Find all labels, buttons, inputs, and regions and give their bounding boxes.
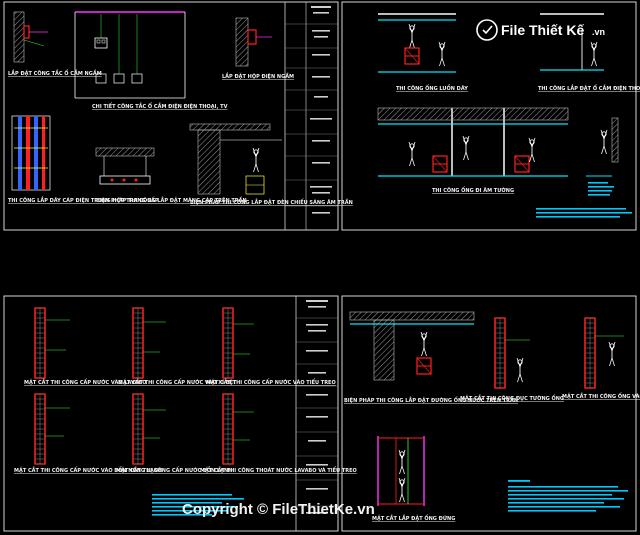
sheet-frame-2 bbox=[341, 1, 637, 231]
wall-pipe-section bbox=[584, 317, 624, 389]
label-cable-tray-ceiling: BIỆN PHÁP THI CÔNG LẮP ĐẶT MÁNG CÁP TRÊN… bbox=[96, 195, 247, 204]
label-socket-box: LẮP ĐẶT CÔNG TẮC Ổ CẮM NGẦM bbox=[8, 68, 102, 77]
label-phone-socket: THI CÔNG LẮP ĐẶT Ổ CẮM ĐIỆN THOẠI bbox=[538, 84, 640, 92]
sheet-frame-4 bbox=[341, 295, 637, 532]
watermark-logo-suffix: .vn bbox=[592, 27, 605, 37]
label-phone-socket-detail: CHI TIẾT CÔNG TẮC Ổ CẮM ĐIỆN ĐIỆN THOẠI,… bbox=[92, 102, 228, 110]
conduit-in-slab bbox=[378, 13, 456, 73]
plumbing-sections-row1 bbox=[34, 307, 254, 379]
wall-conduit-section bbox=[377, 107, 569, 177]
watermark-logo-text: File Thiết Kế bbox=[501, 22, 584, 38]
label-wall-chase: MẶT CẮT THI CÔNG ĐỤC TƯỜNG ỐNG bbox=[460, 394, 564, 402]
label-section-1: MẶT CẮT THI CÔNG CẤP NƯỚC VÀO LAVABO bbox=[24, 378, 147, 386]
watermark-logo: File Thiết Kế .vn bbox=[476, 19, 605, 41]
label-section-3: MẶT CẮT THI CÔNG CẤP NƯỚC VÀO TIỂU TREO bbox=[206, 378, 336, 386]
label-section-5: MẶT CẮT THI CÔNG CẤP NƯỚC BỒN LẠNH bbox=[116, 465, 232, 474]
label-ceiling-lights: BIỆN PHÁP THI CÔNG LẮP ĐẶT ĐÈN CHIẾU SÁN… bbox=[190, 197, 353, 206]
watermark-copyright: Copyright © FileThietKe.vn bbox=[182, 501, 375, 518]
socket-box-detail bbox=[13, 11, 48, 63]
label-cable-in-tray: THI CÔNG LẮP DÂY CÁP ĐIỆN TRONG HỘP TRAN… bbox=[8, 196, 159, 204]
notes-sheet2 bbox=[536, 182, 632, 218]
label-riser: MẶT CẮT LẮP ĐẶT ỐNG ĐỨNG bbox=[372, 514, 455, 522]
pipe-ceiling-install bbox=[349, 311, 475, 381]
label-wall-pipe: MẶT CẮT THI CÔNG ỐNG VÀO TRONG TƯỜNG bbox=[562, 392, 640, 400]
sheet-frame-3 bbox=[3, 295, 339, 532]
label-pipe-ceiling: BIỆN PHÁP THI CÔNG LẮP ĐẶT ĐƯỜNG ỐNG NƯỚ… bbox=[344, 395, 518, 404]
label-section-2: MẶT CẮT THI CÔNG CẤP NƯỚC VÀO XÍ BỆT bbox=[118, 378, 237, 386]
riser-section bbox=[377, 436, 425, 506]
sheet-frame-1 bbox=[3, 1, 339, 231]
phone-socket-install bbox=[540, 13, 604, 71]
label-section-6: MẶT CẮT THI CÔNG THOÁT NƯỚC LAVABO VÀ TI… bbox=[200, 466, 357, 474]
label-section-4: MẶT CẮT THI CÔNG CẤP NƯỚC VÀO BỒN NÓNG L… bbox=[14, 465, 162, 474]
title-block-1 bbox=[284, 2, 338, 230]
cable-tray-ceiling bbox=[95, 147, 155, 185]
label-junction-box: LẮP ĐẶT HỘP ĐIỆN NGẦM bbox=[222, 71, 294, 80]
label-wall-conduit: THI CÔNG ỐNG ĐI ÂM TƯỜNG bbox=[432, 186, 514, 194]
notes-sheet3 bbox=[152, 494, 244, 516]
title-block-3 bbox=[295, 296, 338, 531]
wall-chase-section bbox=[494, 317, 530, 389]
junction-box-detail bbox=[235, 17, 272, 67]
wall-elevation-sockets bbox=[74, 11, 186, 99]
wall-conduit-detail-right bbox=[586, 117, 619, 177]
ceiling-light-install bbox=[189, 123, 282, 195]
plumbing-sections-row2 bbox=[34, 393, 254, 465]
label-conduit-in-slab: THI CÔNG ỐNG LUỒN DÂY bbox=[396, 83, 468, 92]
notes-sheet4 bbox=[508, 480, 628, 512]
cable-tray-vertical bbox=[11, 115, 51, 191]
